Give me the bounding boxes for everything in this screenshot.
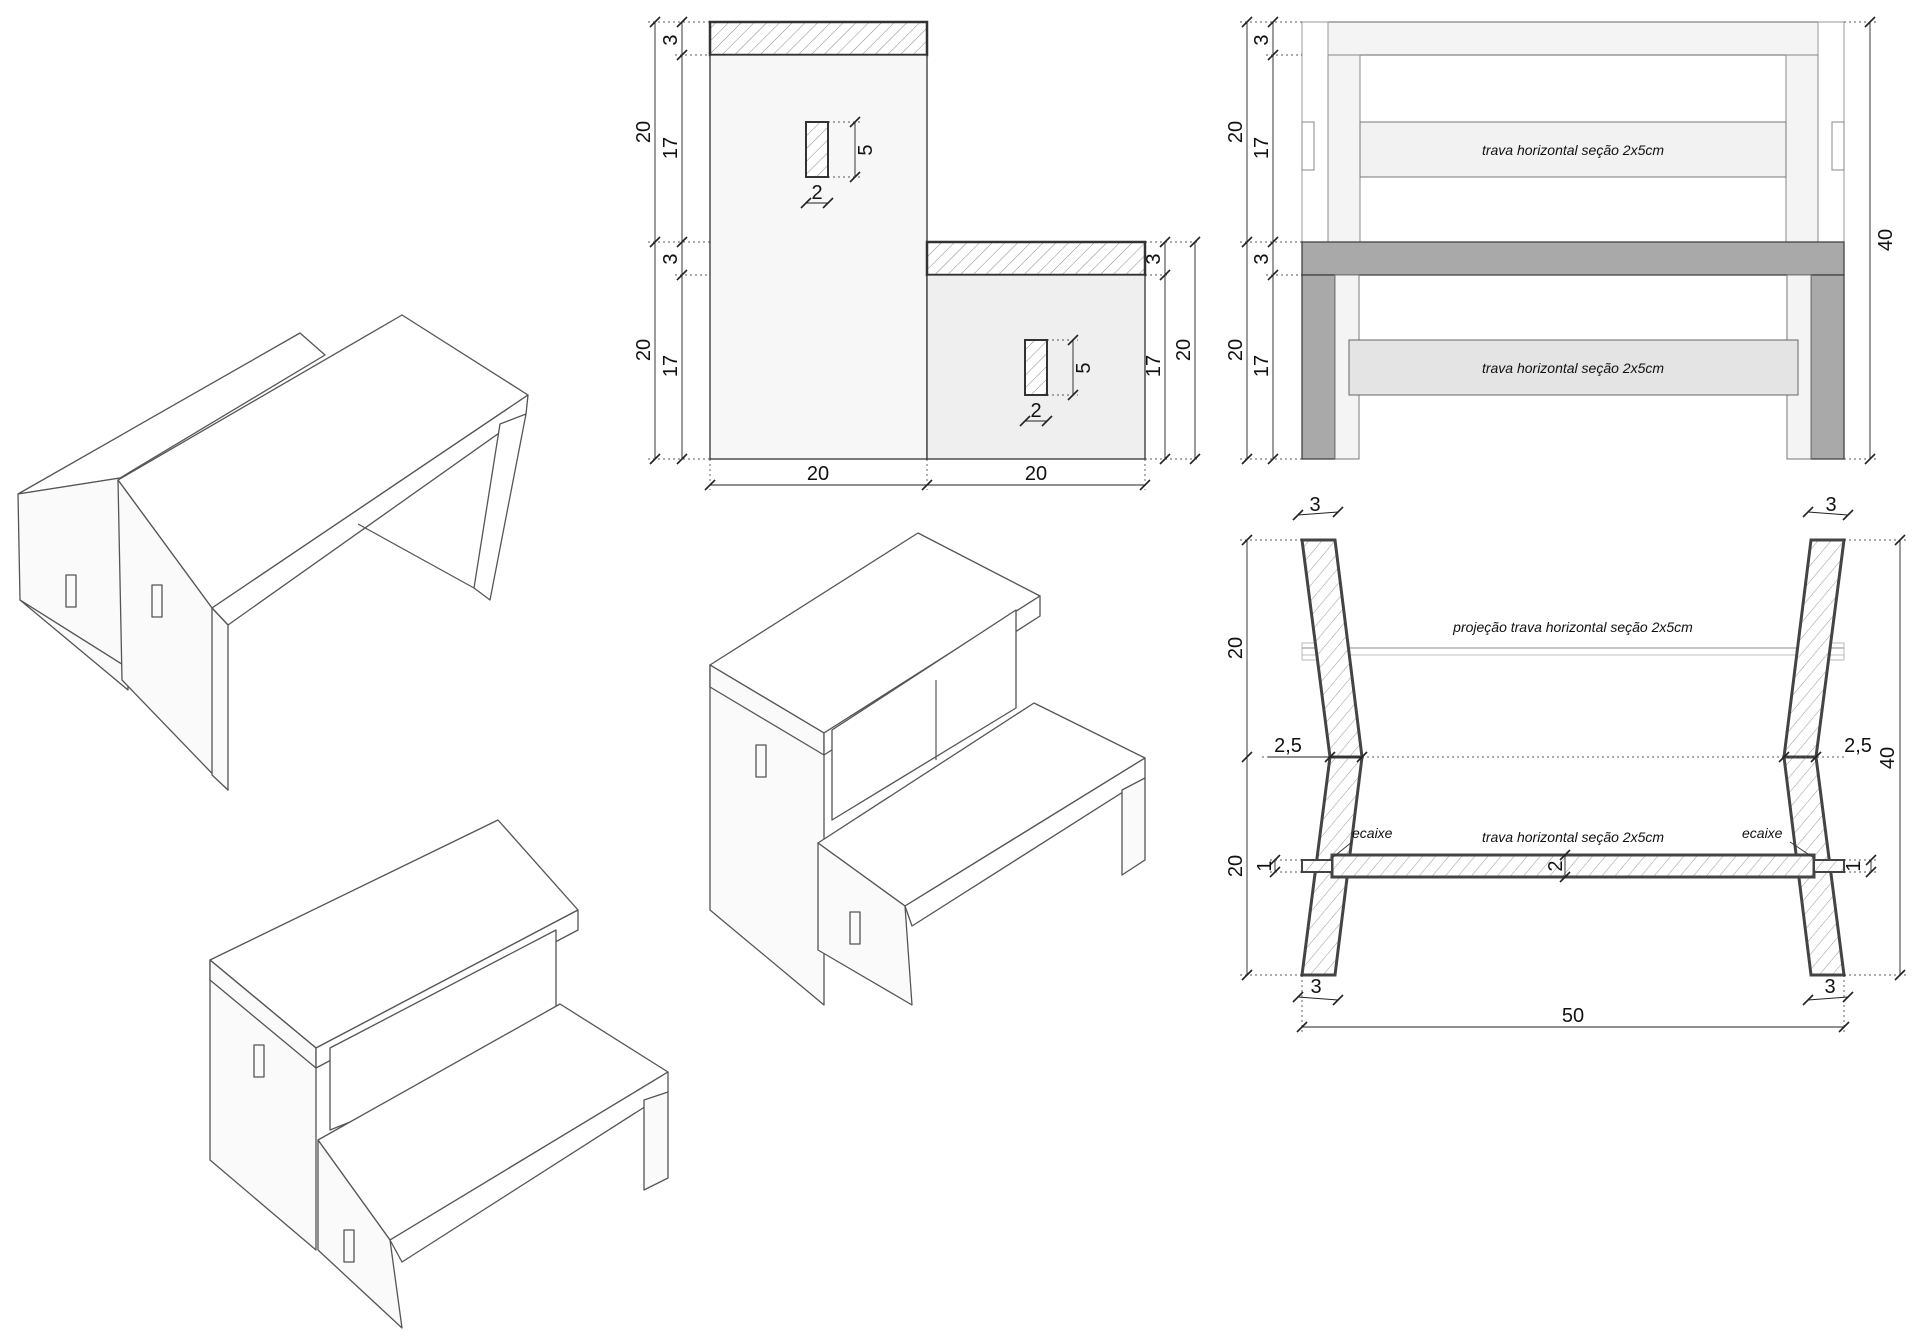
- side-dim-top: 3: [1251, 34, 1273, 45]
- side-dim-step: 3: [1251, 253, 1273, 264]
- section-rail-thickness: 2: [1545, 860, 1567, 871]
- front-width-right: 20: [1025, 463, 1047, 485]
- section-view: projeção trava horizontal seção 2x5cm tr…: [1225, 494, 1906, 1033]
- section-notch-left: 1: [1254, 860, 1276, 871]
- section-joint-left: ecaixe: [1352, 825, 1393, 841]
- section-offset-right: 2,5: [1844, 735, 1872, 757]
- front-slot-lower: [1024, 339, 1048, 396]
- side-step-board: [1301, 241, 1845, 276]
- front-height-upper: 20: [633, 121, 655, 143]
- side-dim-lower: 17: [1251, 355, 1273, 377]
- front-right-lower-panel: 17: [1143, 355, 1165, 377]
- front-right-height: 20: [1173, 339, 1195, 361]
- section-top-left: 3: [1309, 494, 1320, 516]
- section-notch-right: 1: [1843, 860, 1865, 871]
- side-height-lower: 20: [1225, 339, 1247, 361]
- section-height-top: 20: [1225, 637, 1247, 659]
- side-rail-lower-label: trava horizontal seção 2x5cm: [1482, 360, 1664, 376]
- side-rail-upper-label: trava horizontal seção 2x5cm: [1482, 142, 1664, 158]
- iso-folded-stool: [17, 314, 529, 791]
- front-top-board: [708, 20, 929, 57]
- section-height-bottom: 20: [1225, 855, 1247, 877]
- side-height-upper: 20: [1225, 121, 1247, 143]
- side-rail-lower: [1348, 339, 1799, 396]
- side-total-height: 40: [1875, 229, 1897, 251]
- section-projection-label: projeção trava horizontal seção 2x5cm: [1452, 619, 1693, 635]
- front-slot-upper-width: 2: [811, 182, 822, 204]
- front-slot-upper-height: 5: [855, 144, 877, 155]
- section-bottom-left: 3: [1310, 976, 1321, 998]
- front-dim-upper-panel: 17: [660, 137, 682, 159]
- front-step-board: [925, 240, 1147, 277]
- front-width-left: 20: [807, 463, 829, 485]
- front-right-step-board: 3: [1143, 253, 1165, 264]
- side-dim-upper: 17: [1251, 137, 1273, 159]
- section-offset-left: 2,5: [1274, 735, 1302, 757]
- front-slot-lower-height: 5: [1073, 362, 1095, 373]
- front-dim-lower-panel: 17: [660, 355, 682, 377]
- front-height-lower: 20: [633, 339, 655, 361]
- front-tall-panel: [709, 54, 928, 460]
- section-joint-right: ecaixe: [1742, 825, 1783, 841]
- iso-stool-right: [709, 532, 1146, 1006]
- side-rail-upper: [1359, 121, 1787, 178]
- front-dim-step-board: 3: [660, 253, 682, 264]
- side-view: trava horizontal seção 2x5cm trava horiz…: [1225, 16, 1897, 465]
- section-width: 50: [1562, 1005, 1584, 1027]
- front-slot-lower-width: 2: [1030, 400, 1041, 422]
- iso-stool-left: [209, 819, 669, 1329]
- section-total-height: 40: [1877, 747, 1899, 769]
- front-view: 20 20 3 17 3 17 5 2 5 2: [633, 16, 1201, 491]
- section-rail-label: trava horizontal seção 2x5cm: [1482, 829, 1664, 845]
- section-rail: [1330, 853, 1816, 879]
- front-dim-top-board: 3: [660, 34, 682, 45]
- section-top-right: 3: [1825, 494, 1836, 516]
- front-slot-upper: [805, 121, 829, 178]
- section-bottom-right: 3: [1824, 976, 1835, 998]
